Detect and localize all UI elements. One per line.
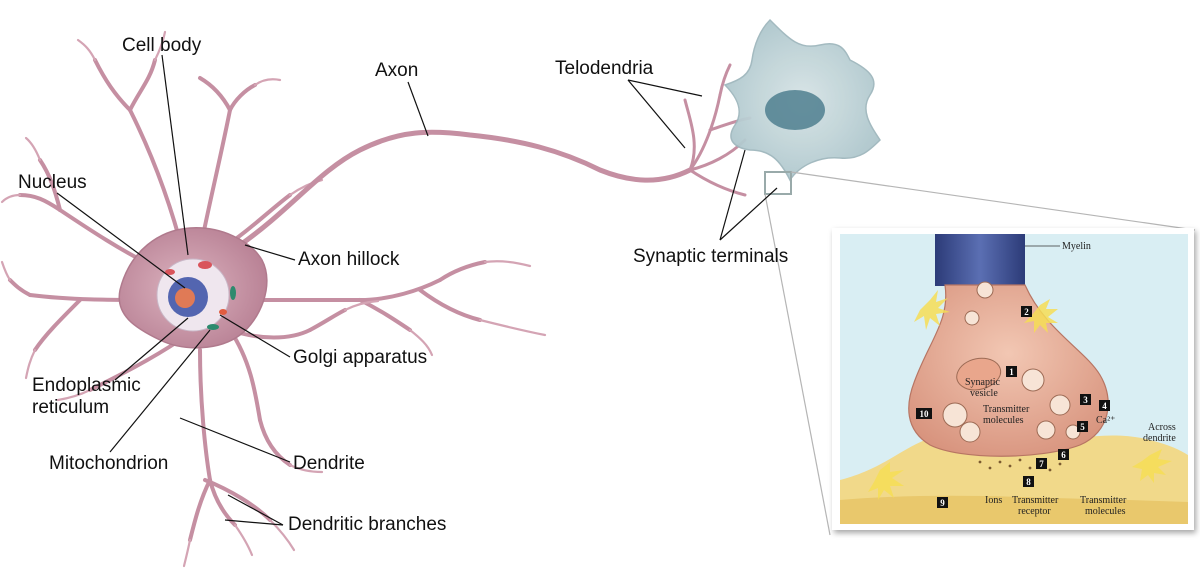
svg-text:1: 1: [1009, 367, 1014, 377]
synapse-inset: 1 2 3 4 5 6 7 8 9 10 Myelin Synaptic ves…: [832, 228, 1194, 530]
nucleolus: [175, 288, 195, 308]
cell-body: [118, 227, 268, 349]
svg-text:2: 2: [1024, 307, 1029, 317]
zoom-lines: [764, 171, 1196, 536]
svg-text:dendrite: dendrite: [1143, 433, 1176, 444]
label-mitochondrion: Mitochondrion: [49, 453, 169, 474]
step-badges: 1 2 3 4 5 6 7 8 9 10: [916, 306, 1110, 508]
inset-labels: Myelin Synaptic vesicle Transmitter mole…: [965, 241, 1176, 517]
svg-text:Transmitter: Transmitter: [1012, 495, 1059, 506]
svg-text:4: 4: [1102, 401, 1107, 411]
svg-text:Transmitter: Transmitter: [983, 404, 1030, 415]
svg-text:9: 9: [940, 498, 945, 508]
svg-text:vesicle: vesicle: [970, 388, 998, 399]
label-golgi-apparatus: Golgi apparatus: [293, 347, 428, 368]
mitochondrion-shape: [230, 286, 236, 300]
svg-text:8: 8: [1026, 477, 1031, 487]
leader-lines: [56, 54, 778, 526]
label-cell-body: Cell body: [122, 35, 202, 56]
dendrites: [0, 30, 547, 568]
label-axon-hillock: Axon hillock: [298, 249, 400, 270]
ions-label: Ions: [985, 495, 1002, 506]
label-endoplasmic-line1: Endoplasmic: [32, 375, 141, 396]
label-telodendria: Telodendria: [555, 58, 654, 79]
label-synaptic-terminals: Synaptic terminals: [633, 246, 789, 267]
target-nucleus: [765, 90, 825, 130]
myelin-sheath: [935, 234, 1025, 286]
label-endoplasmic-line2: reticulum: [32, 397, 110, 418]
svg-text:7: 7: [1039, 459, 1044, 469]
target-cell: [723, 18, 881, 195]
svg-text:Across: Across: [1148, 422, 1176, 433]
organelle-red: [198, 261, 212, 269]
svg-text:receptor: receptor: [1018, 506, 1051, 517]
svg-text:10: 10: [920, 409, 930, 419]
golgi-shape: [219, 309, 227, 315]
label-nucleus: Nucleus: [18, 172, 87, 193]
svg-text:Synaptic: Synaptic: [965, 377, 1001, 388]
svg-text:5: 5: [1080, 422, 1085, 432]
svg-text:molecules: molecules: [1085, 506, 1126, 517]
calcium-label: Ca²⁺: [1096, 415, 1115, 426]
svg-text:6: 6: [1061, 450, 1066, 460]
zoom-box: [764, 171, 792, 195]
svg-text:molecules: molecules: [983, 415, 1024, 426]
svg-text:Transmitter: Transmitter: [1080, 495, 1127, 506]
label-axon: Axon: [375, 60, 419, 81]
label-dendritic-branches: Dendritic branches: [288, 514, 447, 535]
label-dendrite: Dendrite: [293, 453, 365, 474]
axon-path: [237, 63, 752, 248]
myelin-label: Myelin: [1062, 241, 1091, 252]
svg-text:3: 3: [1083, 395, 1088, 405]
